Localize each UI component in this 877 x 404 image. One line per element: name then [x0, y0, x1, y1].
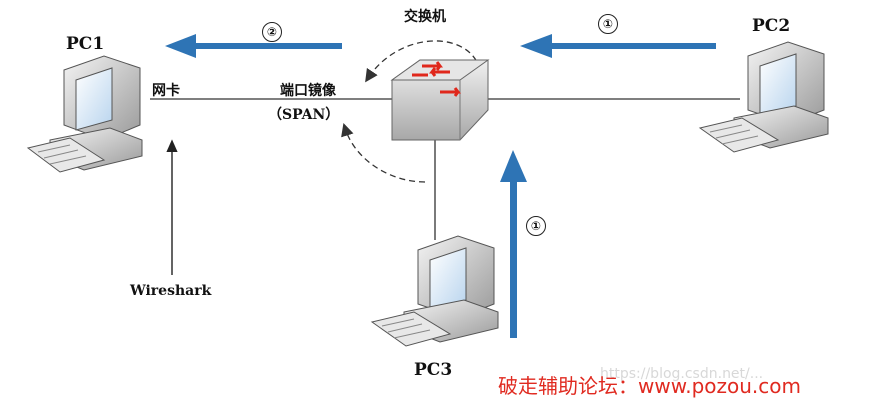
- faint-watermark: https://blog.csdn.net/...: [600, 366, 764, 382]
- span-arc-bottom: [341, 123, 426, 183]
- step-marker-top-right: ①: [598, 14, 618, 34]
- span-label-line1: 端口镜像: [280, 83, 336, 99]
- wireshark-label: Wireshark: [130, 283, 212, 299]
- pc2-computer-icon: [698, 41, 829, 153]
- span-arc-top: [365, 40, 481, 83]
- nic-label: 网卡: [152, 83, 180, 99]
- switch-label: 交换机: [404, 9, 446, 25]
- pc1-label: PC1: [66, 34, 105, 54]
- span-label-line2: （SPAN）: [268, 107, 340, 123]
- flow-arrow-to-pc1: [165, 34, 342, 58]
- pc1-computer-icon: [26, 55, 143, 173]
- step-marker-top-left: ②: [262, 22, 282, 42]
- pc3-label: PC3: [414, 360, 453, 380]
- pc3-computer-icon: [370, 235, 499, 347]
- flow-arrow-from-pc3: [500, 150, 527, 338]
- switch-icon: [390, 59, 490, 141]
- pc2-label: PC2: [752, 16, 791, 36]
- flow-arrow-from-pc2: [520, 34, 716, 58]
- watermark-text: 破走辅助论坛：www.pozou.com: [498, 374, 802, 398]
- step-marker-bottom: ①: [526, 216, 546, 236]
